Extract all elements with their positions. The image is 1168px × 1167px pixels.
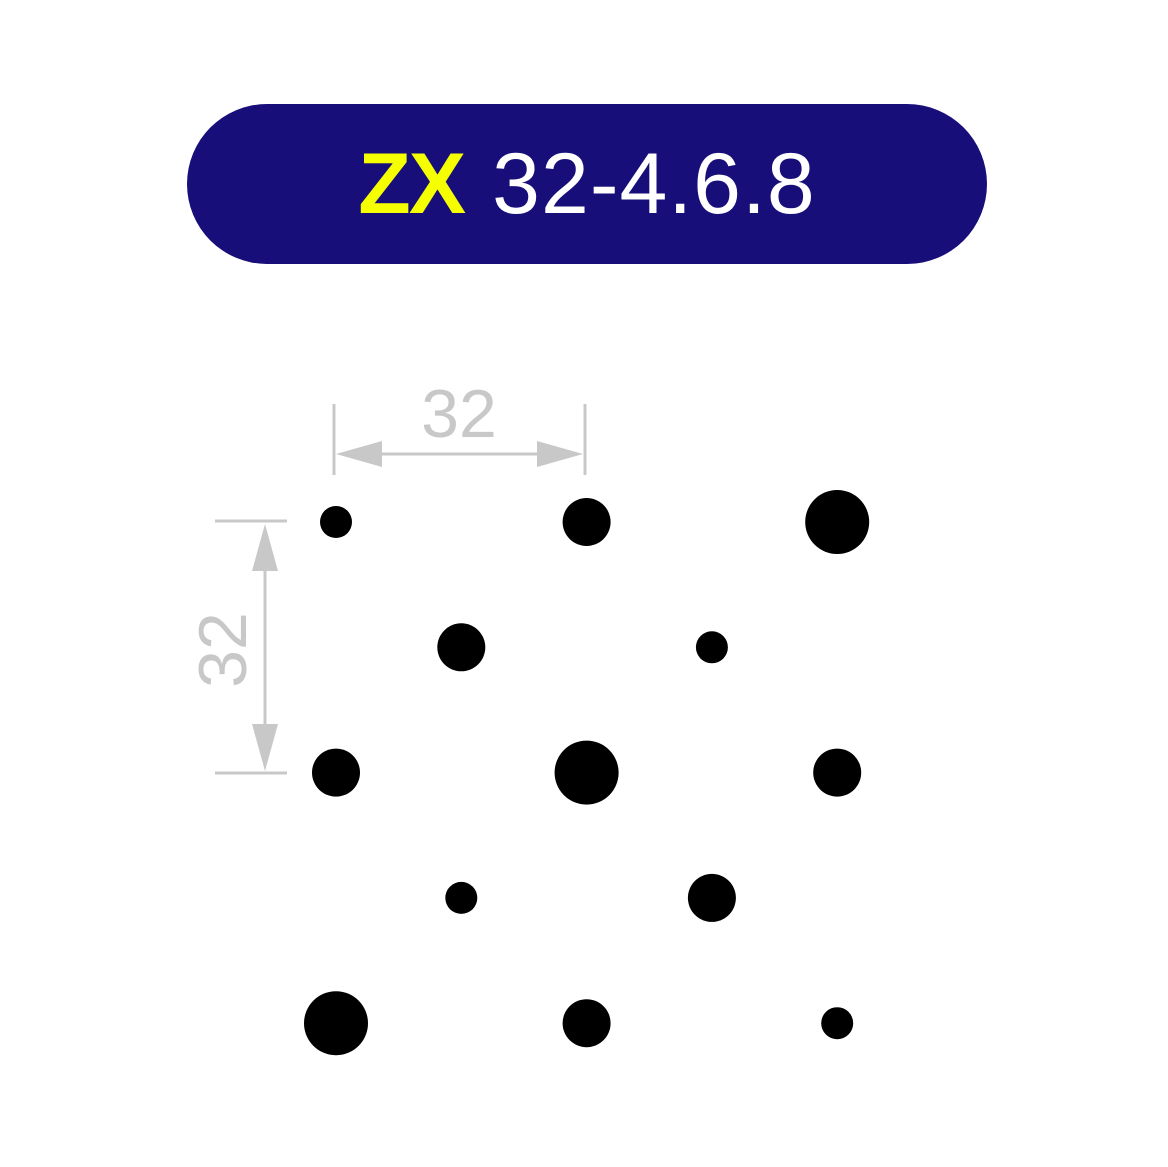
vertical-dimension-label: 32: [185, 612, 261, 688]
arrow-left-icon: [336, 441, 382, 467]
hole-d6: [312, 748, 360, 797]
product-code: ZX: [358, 135, 466, 232]
hole-d4: [821, 1007, 854, 1040]
hole-d8: [304, 991, 368, 1056]
hole-d6: [813, 748, 862, 797]
hole-d4: [695, 631, 728, 664]
hole-d6: [687, 873, 736, 922]
product-title-badge: ZX 32-4.6.8: [187, 104, 987, 264]
hole-d6: [562, 999, 611, 1048]
arrow-up-icon: [252, 524, 278, 571]
hole-pattern: [304, 490, 870, 1056]
hole-d4: [320, 506, 352, 538]
horizontal-dimension-label: 32: [421, 376, 497, 452]
hole-d6: [437, 623, 486, 672]
product-spec: 32-4.6.8: [492, 135, 816, 232]
horizontal-dimension: 32: [332, 376, 587, 475]
arrow-right-icon: [537, 441, 583, 467]
arrow-down-icon: [252, 724, 278, 771]
vertical-dimension: 32: [185, 519, 287, 775]
hole-d8: [554, 740, 619, 805]
hole-d8: [805, 490, 870, 554]
hole-d4: [445, 881, 478, 914]
hole-d6: [562, 498, 611, 546]
